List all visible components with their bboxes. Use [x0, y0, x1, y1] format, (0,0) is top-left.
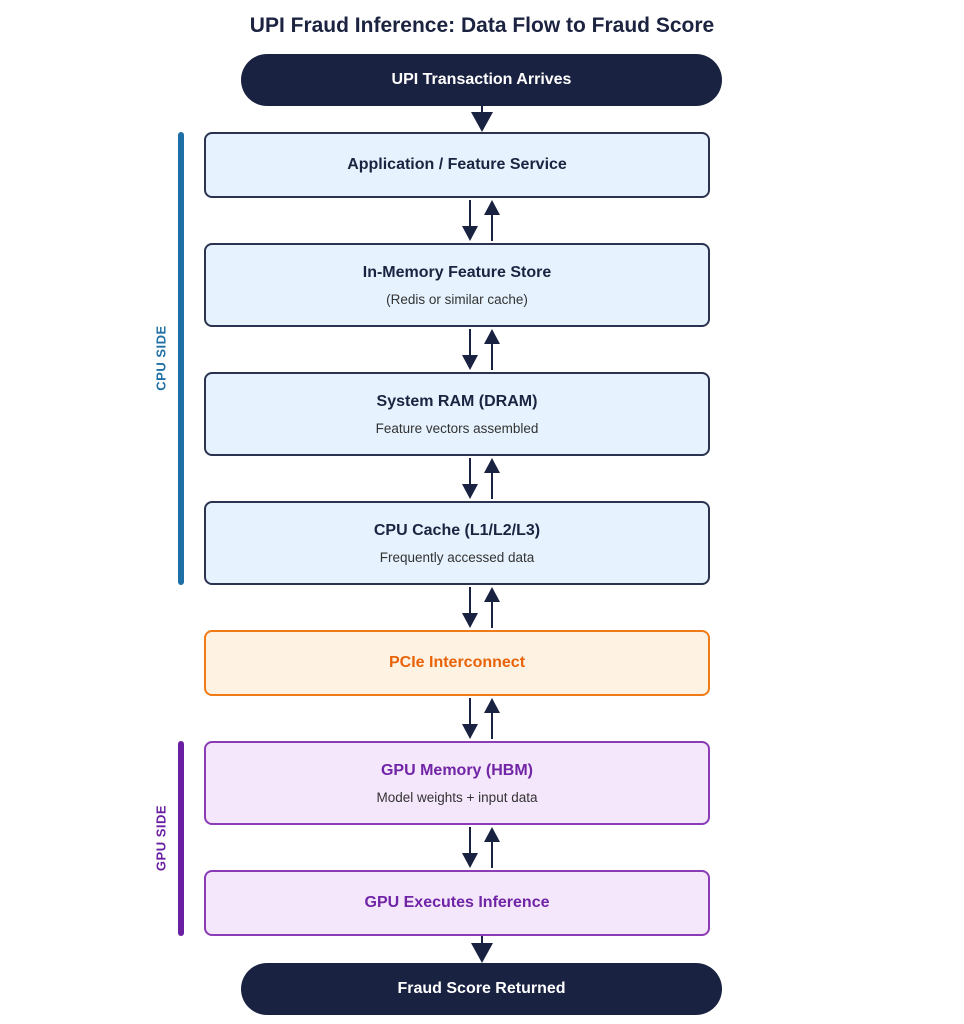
gpu-side-bar [178, 741, 184, 936]
node-system-ram: System RAM (DRAM) Feature vectors assemb… [204, 372, 710, 456]
arrow-down-head-5 [462, 853, 478, 868]
arrow-up-head-1 [484, 329, 500, 344]
node-label: GPU Executes Inference [364, 894, 550, 911]
end-node: Fraud Score Returned [241, 963, 722, 1015]
cpu-side-label: CPU SIDE [153, 325, 169, 391]
node-pcie-interconnect: PCIe Interconnect [204, 630, 710, 696]
node-in-memory-feature-store: In-Memory Feature Store (Redis or simila… [204, 243, 710, 327]
node-label: PCIe Interconnect [388, 654, 526, 671]
node-label: System RAM (DRAM) [376, 392, 538, 410]
node-gpu-memory: GPU Memory (HBM) Model weights + input d… [204, 741, 710, 825]
cpu-side-bar [178, 132, 184, 585]
node-label: In-Memory Feature Store [362, 263, 552, 281]
arrow-inference-to-end-head [471, 943, 493, 963]
node-sublabel: Frequently accessed data [379, 549, 535, 565]
arrow-down-head-1 [462, 355, 478, 370]
node-sublabel: Feature vectors assembled [375, 420, 539, 436]
node-sublabel: (Redis or similar cache) [386, 291, 528, 307]
start-node: UPI Transaction Arrives [241, 54, 722, 106]
arrow-up-head-4 [484, 698, 500, 713]
arrow-up-head-5 [484, 827, 500, 842]
arrow-down-head-0 [462, 226, 478, 241]
node-label: Application / Feature Service [347, 156, 567, 173]
node-label: CPU Cache (L1/L2/L3) [373, 521, 541, 539]
node-cpu-cache: CPU Cache (L1/L2/L3) Frequently accessed… [204, 501, 710, 585]
start-node-label: UPI Transaction Arrives [391, 71, 572, 88]
arrow-start-to-app-head [471, 112, 493, 132]
end-node-label: Fraud Score Returned [397, 980, 566, 997]
gpu-side-label: GPU SIDE [153, 804, 169, 872]
diagram-title: UPI Fraud Inference: Data Flow to Fraud … [249, 14, 715, 37]
arrow-down-head-3 [462, 613, 478, 628]
node-sublabel: Model weights + input data [376, 789, 538, 805]
arrow-up-head-0 [484, 200, 500, 215]
node-application-feature-service: Application / Feature Service [204, 132, 710, 198]
arrow-down-head-2 [462, 484, 478, 499]
arrow-up-head-2 [484, 458, 500, 473]
node-gpu-executes-inference: GPU Executes Inference [204, 870, 710, 936]
arrow-down-head-4 [462, 724, 478, 739]
node-label: GPU Memory (HBM) [380, 761, 533, 779]
arrow-up-head-3 [484, 587, 500, 602]
